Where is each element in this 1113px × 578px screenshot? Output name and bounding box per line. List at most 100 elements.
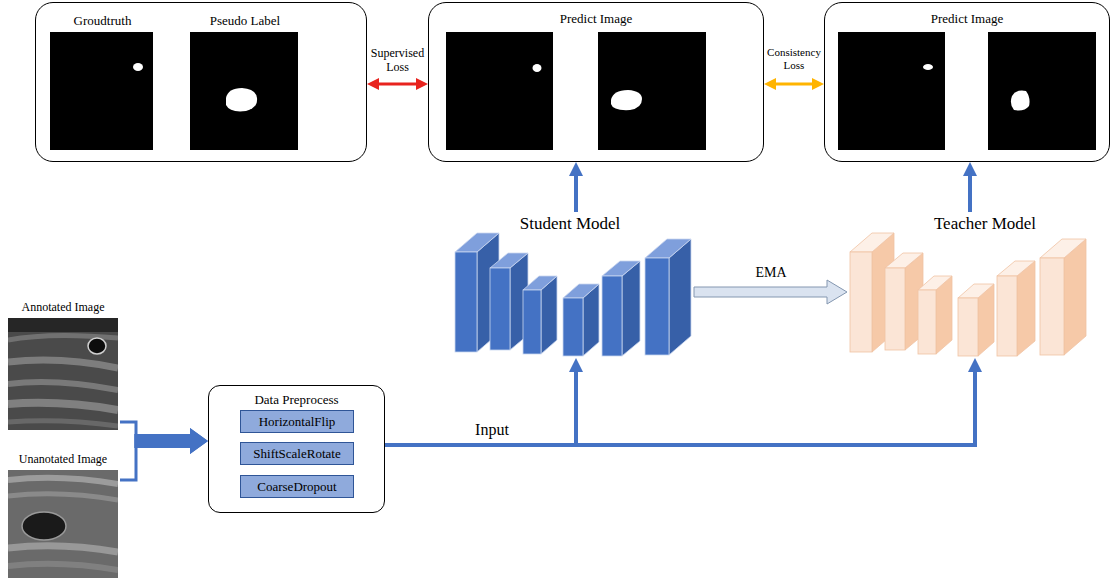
connector-line xyxy=(385,372,975,445)
mask-image xyxy=(988,32,1096,150)
connector-line xyxy=(776,83,812,86)
node-label: Predict Image xyxy=(429,11,763,27)
connector xyxy=(576,176,577,212)
mask-blob xyxy=(611,90,642,110)
ultrasound-image xyxy=(8,318,118,430)
model-block: Teacher Model xyxy=(847,212,1089,358)
block-front xyxy=(563,298,583,356)
tissue-streak xyxy=(8,360,118,368)
block-front xyxy=(602,276,622,356)
tissue-streak xyxy=(8,564,118,570)
input-image: Unanotated Image xyxy=(6,450,120,578)
block-top xyxy=(455,233,499,252)
connector-line xyxy=(968,176,972,212)
block-side xyxy=(1017,261,1035,356)
network-blocks xyxy=(850,233,1086,356)
ultrasound-band xyxy=(8,318,118,332)
node-label: Predict Image xyxy=(825,11,1109,27)
block-front xyxy=(645,258,669,355)
tissue-streak xyxy=(8,478,118,484)
block-front xyxy=(1040,258,1064,355)
node-label: Pseudo Label xyxy=(191,13,299,29)
edge-label: Supervised Loss xyxy=(368,46,428,74)
tissue-streak xyxy=(8,546,118,552)
mask-image xyxy=(838,32,945,150)
block-front xyxy=(523,290,541,354)
block-front xyxy=(918,290,936,354)
node-label: CoarseDropout xyxy=(241,476,353,497)
block-front xyxy=(997,276,1017,356)
connector xyxy=(385,372,975,445)
block-top xyxy=(563,284,599,298)
mask-image xyxy=(598,32,706,150)
block-front xyxy=(885,268,905,350)
mask-blob xyxy=(226,88,257,111)
image-panel: Groudtruth Pseudo Label xyxy=(35,2,367,162)
node-label: Unanotated Image xyxy=(6,452,120,466)
tissue-streak xyxy=(8,382,118,390)
block-front xyxy=(850,252,872,352)
input-image: Annotated Image xyxy=(6,298,120,432)
tissue-streak xyxy=(8,403,118,410)
block-front xyxy=(958,298,978,356)
hollow-arrow xyxy=(694,280,847,304)
mask-blob xyxy=(923,64,933,70)
edge-label: Input xyxy=(466,420,518,439)
connector xyxy=(120,428,208,480)
mask-image xyxy=(50,32,153,150)
mask-blob xyxy=(533,64,542,72)
connector xyxy=(385,372,576,445)
node-label: Student Model xyxy=(510,214,630,234)
block-top xyxy=(490,253,528,268)
connector-line xyxy=(379,83,416,86)
connector-line xyxy=(120,441,136,480)
node-label: Groudtruth xyxy=(51,13,154,29)
block-front xyxy=(455,252,477,352)
block-top xyxy=(645,239,691,258)
model-block: Student Model xyxy=(452,212,694,358)
block-top xyxy=(958,284,994,298)
block-top xyxy=(885,253,923,268)
image-panel: Predict Image xyxy=(428,2,764,162)
block-top xyxy=(997,261,1035,276)
block-top xyxy=(918,276,952,290)
lesion xyxy=(22,512,66,540)
network-blocks xyxy=(455,233,691,356)
block-top xyxy=(850,233,894,252)
node-label: ShiftScaleRotate xyxy=(241,443,353,464)
node-label: Annotated Image xyxy=(6,300,120,314)
mask-image xyxy=(190,32,298,150)
connector xyxy=(120,422,208,454)
ultrasound-ground xyxy=(8,470,118,578)
lesion xyxy=(88,338,106,354)
augment-box: CoarseDropout xyxy=(240,475,354,498)
connector-line xyxy=(120,422,136,441)
mask-images xyxy=(50,32,1096,150)
preprocess-box: Data PreprocessHorizontalFlipShiftScaleR… xyxy=(208,385,385,513)
edge-label: EMA xyxy=(749,264,793,281)
block-top xyxy=(1040,239,1086,258)
node-label: Data Preprocess xyxy=(209,392,384,408)
tissue-streak xyxy=(8,421,118,426)
connector xyxy=(970,176,971,212)
tissue-streak xyxy=(8,494,118,500)
connector-line xyxy=(385,372,576,445)
image-panel: Predict Image xyxy=(824,2,1110,162)
ultrasound-image xyxy=(8,470,118,578)
augment-box: ShiftScaleRotate xyxy=(240,442,354,465)
block-arrow xyxy=(135,428,209,454)
block-side xyxy=(1064,239,1086,355)
connector-line xyxy=(574,176,578,212)
block-side xyxy=(622,261,640,356)
block-top xyxy=(602,261,640,276)
node-label: HorizontalFlip xyxy=(241,411,353,432)
augment-box: HorizontalFlip xyxy=(240,410,354,433)
mask-blob xyxy=(1011,91,1030,111)
block-arrow xyxy=(135,428,209,454)
mask-blob xyxy=(133,63,143,71)
mask-image xyxy=(446,32,553,150)
block-side xyxy=(669,239,691,355)
ultrasound-ground xyxy=(8,318,118,430)
